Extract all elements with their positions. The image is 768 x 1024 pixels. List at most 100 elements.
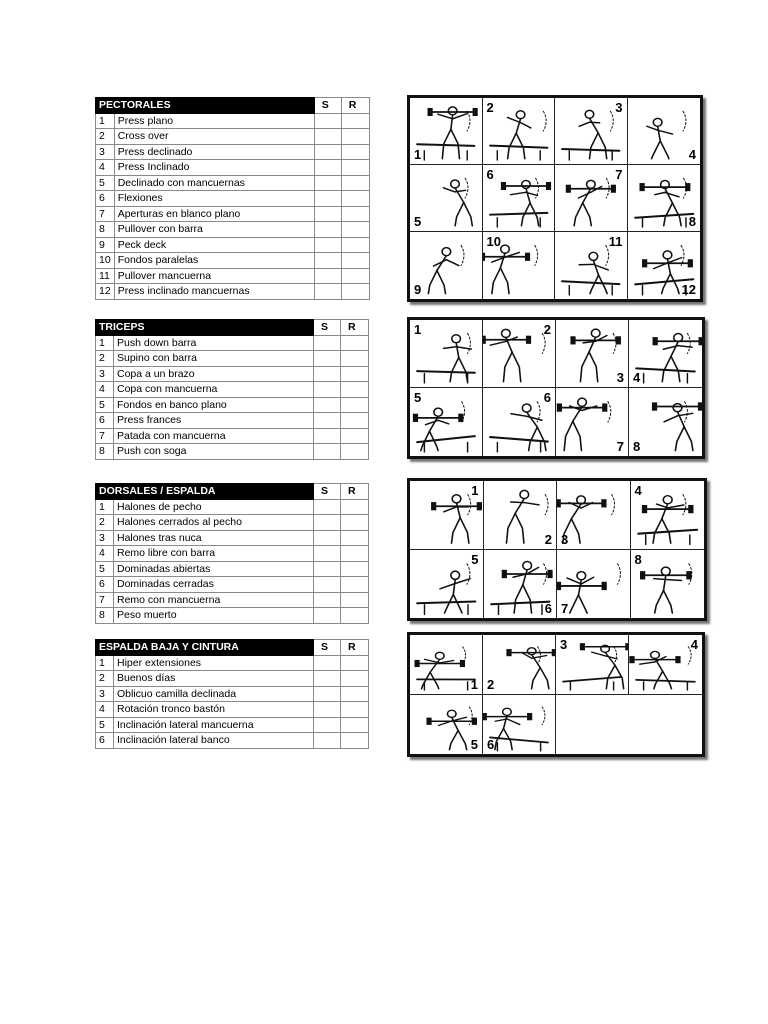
sets-cell[interactable] xyxy=(313,174,342,191)
reps-cell[interactable] xyxy=(340,190,370,207)
table-header: PECTORALES S R xyxy=(95,97,370,114)
exercise-number: 5 xyxy=(95,174,115,191)
sets-cell[interactable] xyxy=(313,252,342,269)
sets-cell[interactable] xyxy=(313,205,342,222)
reps-cell[interactable] xyxy=(340,607,369,624)
reps-cell[interactable] xyxy=(340,716,369,733)
reps-cell[interactable] xyxy=(340,514,369,531)
reps-cell[interactable] xyxy=(340,112,370,129)
exercise-illustration: 6 xyxy=(482,165,555,232)
illustration-number: 4 xyxy=(634,483,642,498)
reps-cell[interactable] xyxy=(340,427,369,444)
sets-cell[interactable] xyxy=(313,412,341,429)
reps-cell[interactable] xyxy=(340,654,369,671)
reps-cell[interactable] xyxy=(340,283,370,300)
reps-cell[interactable] xyxy=(340,236,370,253)
sets-cell[interactable] xyxy=(313,221,342,238)
exercise-illustration: 4 xyxy=(627,98,700,165)
reps-cell[interactable] xyxy=(340,267,370,284)
sets-cell[interactable] xyxy=(313,350,341,367)
sets-cell[interactable] xyxy=(313,654,341,671)
reps-cell[interactable] xyxy=(340,381,369,398)
exercise-illustration: 5 xyxy=(410,549,484,618)
exercise-illustration: 5 xyxy=(410,694,483,754)
reps-cell[interactable] xyxy=(340,701,369,718)
exercise-number: 7 xyxy=(95,591,114,608)
sets-cell[interactable] xyxy=(313,143,342,160)
exercise-illustration: 8 xyxy=(629,388,702,456)
reps-cell[interactable] xyxy=(340,576,369,593)
reps-cell[interactable] xyxy=(340,365,369,382)
sets-cell[interactable] xyxy=(313,498,341,515)
exercise-name: Press declinado xyxy=(113,143,315,160)
reps-cell[interactable] xyxy=(340,685,369,702)
exercise-name: Push con soga xyxy=(113,443,314,460)
sets-cell[interactable] xyxy=(313,685,341,702)
reps-cell[interactable] xyxy=(340,443,369,460)
table-header: ESPALDA BAJA Y CINTURA S R xyxy=(95,639,369,656)
sets-cell[interactable] xyxy=(313,545,341,562)
exercise-number: 1 xyxy=(95,112,115,129)
sets-cell[interactable] xyxy=(313,427,341,444)
reps-cell[interactable] xyxy=(340,396,369,413)
sets-cell[interactable] xyxy=(313,514,341,531)
exercise-name: Press inclinado mancuernas xyxy=(113,283,315,300)
column-s-header: S xyxy=(313,319,341,336)
reps-cell[interactable] xyxy=(340,545,369,562)
sets-cell[interactable] xyxy=(313,396,341,413)
sets-cell[interactable] xyxy=(313,732,341,749)
reps-cell[interactable] xyxy=(340,252,370,269)
sets-cell[interactable] xyxy=(313,670,341,687)
sets-cell[interactable] xyxy=(313,365,341,382)
sets-cell[interactable] xyxy=(313,283,342,300)
sets-cell[interactable] xyxy=(313,529,341,546)
reps-cell[interactable] xyxy=(340,498,369,515)
sets-cell[interactable] xyxy=(313,128,342,145)
sets-cell[interactable] xyxy=(313,381,341,398)
sets-cell[interactable] xyxy=(313,334,341,351)
reps-cell[interactable] xyxy=(340,128,370,145)
reps-cell[interactable] xyxy=(340,334,369,351)
sets-cell[interactable] xyxy=(313,112,342,129)
sets-cell[interactable] xyxy=(313,267,342,284)
sets-cell[interactable] xyxy=(313,607,341,624)
reps-cell[interactable] xyxy=(340,350,369,367)
reps-cell[interactable] xyxy=(340,159,370,176)
reps-cell[interactable] xyxy=(340,205,370,222)
sets-cell[interactable] xyxy=(313,701,341,718)
reps-cell[interactable] xyxy=(340,221,370,238)
sets-cell[interactable] xyxy=(313,591,341,608)
sets-cell[interactable] xyxy=(313,716,341,733)
reps-cell[interactable] xyxy=(340,670,369,687)
reps-cell[interactable] xyxy=(340,529,369,546)
reps-cell[interactable] xyxy=(340,143,370,160)
sets-cell[interactable] xyxy=(313,159,342,176)
illustration-number: 6 xyxy=(486,167,494,182)
exercise-name: Dominadas abiertas xyxy=(113,560,314,577)
reps-cell[interactable] xyxy=(340,174,370,191)
exercise-number: 3 xyxy=(95,365,114,382)
exercise-number: 8 xyxy=(95,443,114,460)
sets-cell[interactable] xyxy=(313,443,341,460)
exercise-illustration: 4 xyxy=(629,635,702,695)
reps-cell[interactable] xyxy=(340,732,369,749)
sets-cell[interactable] xyxy=(313,236,342,253)
section-title: DORSALES / ESPALDA xyxy=(95,483,314,500)
sets-cell[interactable] xyxy=(313,560,341,577)
reps-cell[interactable] xyxy=(340,591,369,608)
exercise-number: 6 xyxy=(95,190,115,207)
sets-cell[interactable] xyxy=(313,576,341,593)
sets-cell[interactable] xyxy=(313,190,342,207)
exercise-number: 7 xyxy=(95,427,114,444)
illustration-number: 10 xyxy=(486,234,501,249)
reps-cell[interactable] xyxy=(340,412,369,429)
reps-cell[interactable] xyxy=(340,560,369,577)
exercise-number: 1 xyxy=(95,654,114,671)
illustration-number: 1 xyxy=(470,676,478,692)
